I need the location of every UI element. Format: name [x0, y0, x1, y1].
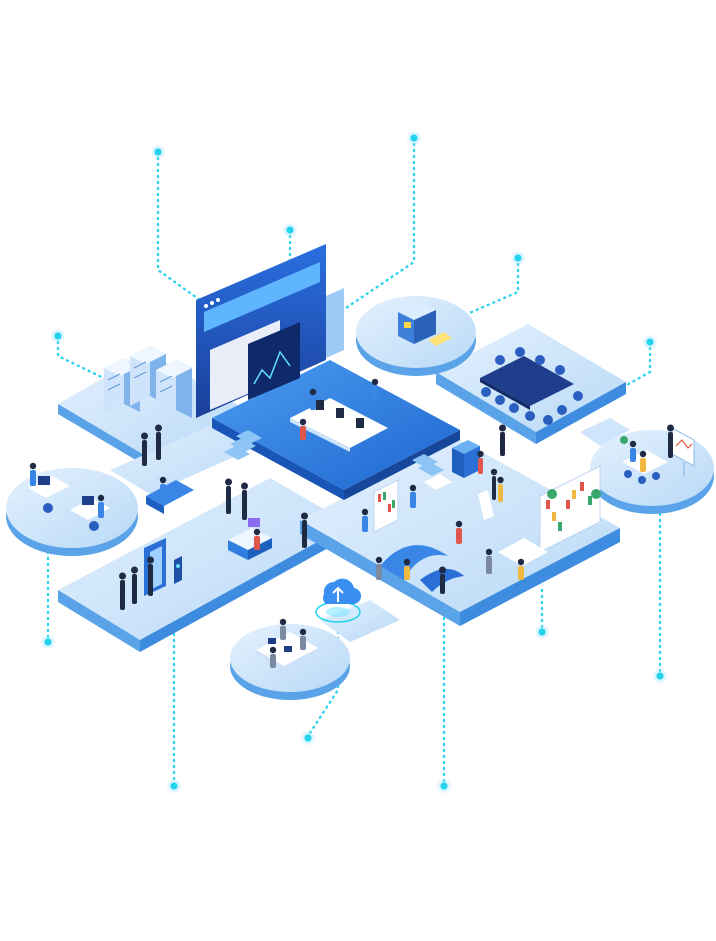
robot-device-icon — [398, 302, 452, 346]
plants — [547, 436, 628, 499]
floor-plates — [6, 296, 714, 700]
connector-endpoints — [40, 130, 668, 794]
cloud-upload-icon — [315, 578, 362, 623]
meeting-table — [480, 347, 583, 425]
workstation-pod — [6, 468, 138, 556]
people — [29, 378, 674, 668]
bookshelf-icon — [373, 465, 601, 553]
water-kiosk — [452, 440, 480, 478]
sofa — [146, 480, 194, 514]
training-pod — [230, 600, 400, 700]
control-center — [196, 244, 460, 500]
monitor-wall-icon — [196, 244, 344, 418]
lounge-seating — [380, 474, 548, 592]
reception-hall — [58, 404, 350, 652]
reception-desk — [228, 518, 272, 560]
stairs — [224, 430, 444, 476]
server-rack-icon — [104, 346, 192, 420]
